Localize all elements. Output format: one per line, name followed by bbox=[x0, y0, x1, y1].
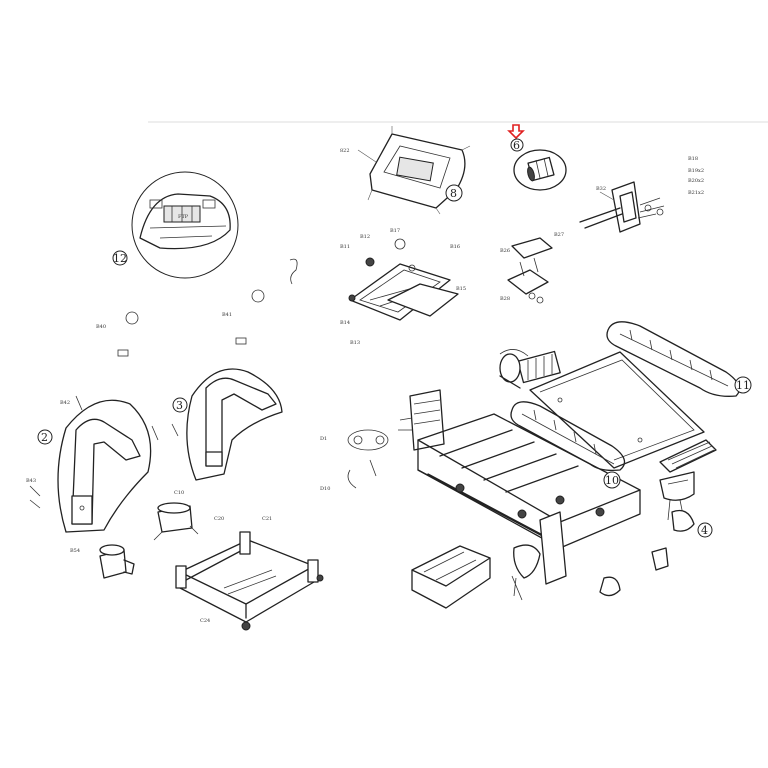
svg-text:B13: B13 bbox=[350, 340, 360, 346]
svg-text:B27: B27 bbox=[554, 232, 564, 238]
motor-board-detail: D1 D10 bbox=[320, 389, 445, 492]
end-cap-detail bbox=[659, 471, 695, 532]
svg-text:B28: B28 bbox=[500, 296, 510, 302]
motor-hood-bottom-detail bbox=[411, 544, 669, 609]
svg-text:B26: B26 bbox=[500, 248, 510, 254]
svg-text:B54: B54 bbox=[70, 548, 80, 554]
svg-text:B11: B11 bbox=[340, 244, 350, 250]
svg-text:C20: C20 bbox=[214, 516, 224, 522]
control-board-assembly: B11 B12 B17 B16 B15 B14 B13 bbox=[289, 228, 466, 346]
svg-text:FTP: FTP bbox=[178, 214, 189, 220]
svg-text:C21: C21 bbox=[262, 516, 272, 522]
svg-text:C24: C24 bbox=[200, 618, 210, 624]
svg-text:B16: B16 bbox=[450, 244, 460, 250]
cup-holder-detail: B54 bbox=[70, 544, 135, 579]
main-frame-detail bbox=[417, 413, 641, 585]
svg-text:B19x2: B19x2 bbox=[688, 168, 704, 174]
svg-text:D10: D10 bbox=[320, 486, 330, 492]
svg-text:B32: B32 bbox=[596, 186, 606, 192]
drive-motor-detail bbox=[499, 349, 561, 389]
running-deck-detail bbox=[529, 351, 705, 469]
stand-post-detail: C10 bbox=[153, 490, 199, 541]
svg-text:B15: B15 bbox=[456, 286, 466, 292]
bracket-set-detail: B26 B27 B28 bbox=[500, 232, 564, 304]
svg-text:B40: B40 bbox=[96, 324, 106, 330]
svg-text:B42: B42 bbox=[60, 400, 70, 406]
base-frame-detail: C20 C21 C24 bbox=[175, 516, 324, 631]
rear-grate-detail bbox=[659, 439, 717, 473]
callout-2: 2 bbox=[41, 431, 48, 444]
svg-text:B20x2: B20x2 bbox=[688, 178, 704, 184]
callout-3: 3 bbox=[176, 399, 183, 412]
svg-text:B41: B41 bbox=[222, 312, 232, 318]
svg-text:B18: B18 bbox=[688, 156, 698, 162]
motor-cover-detail: 822 bbox=[340, 126, 471, 215]
svg-text:D1: D1 bbox=[320, 436, 327, 442]
svg-text:B43: B43 bbox=[26, 478, 36, 484]
callout-12: 12 bbox=[113, 252, 127, 265]
small-parts-left: B40 B41 B42 B43 bbox=[26, 289, 265, 509]
svg-text:822: 822 bbox=[340, 148, 350, 154]
left-handlebar-detail bbox=[57, 399, 152, 533]
svg-text:B12: B12 bbox=[360, 234, 370, 240]
callout-6: 6 bbox=[513, 139, 520, 152]
callout-8: 8 bbox=[450, 187, 457, 200]
right-rail-cover-detail bbox=[606, 321, 740, 397]
roller-part-detail bbox=[513, 149, 567, 191]
console-detail: FTP bbox=[131, 171, 239, 279]
callout-10: 10 bbox=[605, 474, 619, 487]
left-rail-cover-detail bbox=[510, 401, 626, 472]
right-handlebar-detail bbox=[186, 368, 283, 481]
svg-text:C10: C10 bbox=[174, 490, 184, 496]
callout-4: 4 bbox=[701, 524, 708, 537]
svg-text:B14: B14 bbox=[340, 320, 350, 326]
callout-11: 11 bbox=[736, 379, 750, 392]
svg-text:B21x2: B21x2 bbox=[688, 190, 704, 196]
upright-bracket-detail: B32 B18 B19x2 B20x2 B21x2 bbox=[579, 156, 704, 233]
highlight-arrow-icon bbox=[507, 124, 525, 140]
svg-text:B17: B17 bbox=[390, 228, 400, 234]
